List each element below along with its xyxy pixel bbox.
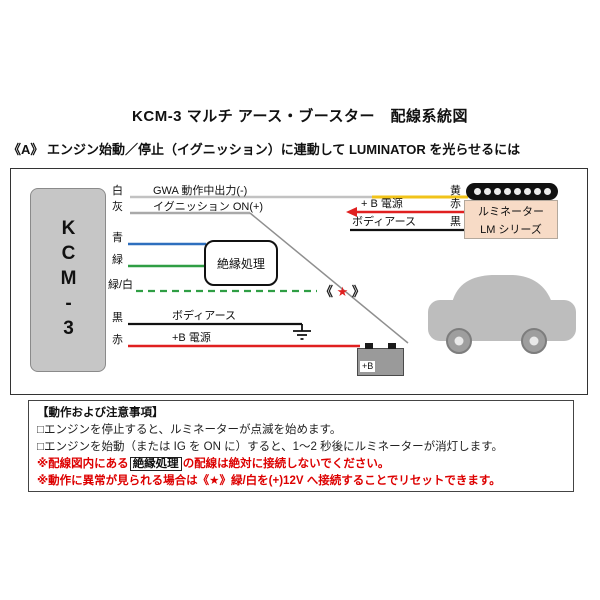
wire-white-desc: GWA 動作中出力(-) bbox=[153, 185, 248, 197]
wire-red-label: 赤 bbox=[112, 334, 123, 346]
wire-black-label: 黒 bbox=[112, 312, 123, 324]
star-bracket-close: 》 bbox=[351, 284, 365, 299]
note-item-stop: □エンジンを停止すると、ルミネーターが点滅を始めます。 bbox=[37, 424, 342, 436]
battery-terminal-icon bbox=[365, 343, 373, 349]
kcm3-unit: KCM-3 bbox=[30, 188, 106, 372]
luminator-connector-icon bbox=[466, 183, 558, 200]
wire-gray-desc: イグニッション ON(+) bbox=[153, 201, 264, 213]
luminator-name: ルミネーター bbox=[478, 205, 544, 218]
warn1-boxed-term: 絶縁処理 bbox=[129, 457, 182, 471]
connector-pin bbox=[493, 188, 501, 195]
wire-green-label: 緑 bbox=[112, 254, 123, 266]
star-icon: ★ bbox=[336, 284, 349, 299]
battery-terminal-icon bbox=[388, 343, 396, 349]
luminator-black-label: 黒 bbox=[450, 216, 461, 228]
wire-white-label: 白 bbox=[112, 185, 123, 197]
luminator-red-label: 赤 bbox=[450, 198, 461, 210]
star-marker: 《 ★ 》 bbox=[320, 281, 365, 300]
kcm3-unit-label: KCM-3 bbox=[58, 217, 79, 343]
page-title: KCM-3 マルチ アース・ブースター 配線系統図 bbox=[132, 108, 468, 125]
wire-greenwhite-label: 緑/白 bbox=[108, 279, 134, 291]
warn1-suffix: の配線は絶対に接続しないでください。 bbox=[182, 458, 390, 470]
connector-pin bbox=[513, 188, 521, 195]
note-item-start: □エンジンを始動（または IG を ON に）すると、1〜2 秒後にルミネーター… bbox=[37, 441, 503, 453]
insulation-treatment-label: 絶縁処理 bbox=[216, 256, 265, 271]
luminator-series: LM シリーズ bbox=[480, 223, 542, 236]
connector-pin bbox=[543, 188, 551, 195]
wire-gray-label: 灰 bbox=[112, 201, 123, 213]
note-warning-reset: ※動作に異常が見られる場合は《★》緑/白を(+)12V へ接続することでリセット… bbox=[37, 475, 501, 487]
luminator-yellow-label: 黄 bbox=[450, 185, 461, 197]
connector-pin bbox=[503, 188, 511, 195]
diagram-frame bbox=[10, 168, 588, 395]
connector-pin bbox=[523, 188, 531, 195]
luminator-ground-desc: ボディアース bbox=[352, 216, 417, 228]
wire-red-desc: +B 電源 bbox=[172, 332, 211, 344]
connector-pin bbox=[483, 188, 491, 195]
connector-pin bbox=[533, 188, 541, 195]
insulation-treatment-box: 絶縁処理 bbox=[204, 240, 278, 286]
notes-box: 【動作および注意事項】 □エンジンを停止すると、ルミネーターが点滅を始めます。 … bbox=[28, 400, 574, 492]
star-bracket-open: 《 bbox=[320, 284, 334, 299]
wire-blue-label: 青 bbox=[112, 232, 123, 244]
luminator-power-desc: + B 電源 bbox=[361, 198, 403, 210]
page-subtitle: 《A》 エンジン始動／停止（イグニッション）に連動して LUMINATOR を光… bbox=[8, 142, 521, 157]
note-warning-insulation: ※配線図内にある絶縁処理の配線は絶対に接続しないでください。 bbox=[37, 456, 565, 473]
battery-label: +B bbox=[360, 361, 376, 372]
luminator-box: ルミネーター LM シリーズ bbox=[464, 200, 558, 239]
connector-pin bbox=[473, 188, 481, 195]
notes-heading: 【動作および注意事項】 bbox=[37, 407, 164, 419]
warn1-prefix: ※配線図内にある bbox=[37, 458, 129, 470]
wire-black-desc: ボディアース bbox=[172, 310, 237, 322]
battery: +B bbox=[357, 343, 404, 376]
